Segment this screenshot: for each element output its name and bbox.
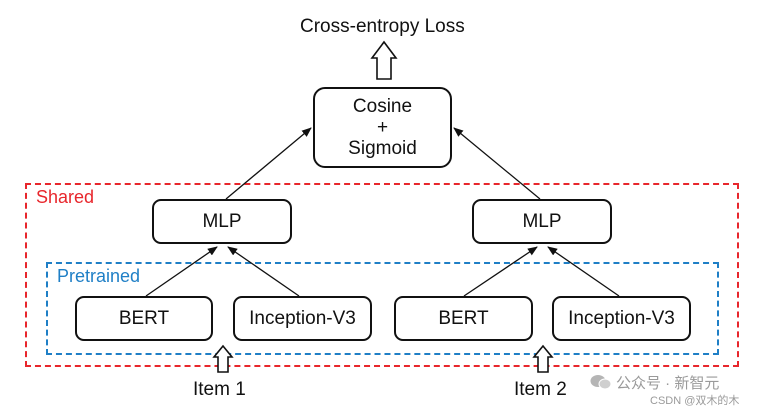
- watermark-text: 公众号 · 新智元: [616, 375, 720, 392]
- pretrained-region-label: Pretrained: [57, 266, 141, 286]
- inception-left-label: Inception-V3: [249, 307, 356, 329]
- sigmoid-label: Sigmoid: [348, 138, 417, 159]
- bert-right-label: BERT: [438, 307, 489, 329]
- bert-left-label: BERT: [118, 307, 170, 329]
- loss-label: Cross-entropy Loss: [300, 16, 465, 37]
- wechat-icon: [590, 374, 612, 390]
- block-arrow-to-loss: [370, 40, 398, 80]
- mlp-node-right: MLP: [472, 199, 612, 244]
- arrow-inception-to-mlp-left: [227, 246, 300, 297]
- mlp-node-left: MLP: [152, 199, 292, 244]
- block-arrow-item1-input: [212, 344, 234, 373]
- cosine-label: Cosine: [352, 96, 413, 117]
- plus-label: +: [376, 117, 389, 138]
- arrow-bert-to-mlp-right: [463, 246, 538, 297]
- arrow-inception-to-mlp-right: [547, 246, 620, 297]
- mlp-right-label: MLP: [522, 210, 562, 232]
- inception-node-left: Inception-V3: [233, 296, 372, 341]
- shared-region: [25, 183, 739, 367]
- block-arrow-item2-input: [532, 344, 554, 373]
- mlp-left-label: MLP: [202, 210, 242, 232]
- arrow-bert-to-mlp-left: [145, 246, 218, 297]
- watermark-credit: CSDN @双木的木: [650, 395, 740, 407]
- arrow-mlp-right-to-cosine: [453, 127, 541, 200]
- inception-right-label: Inception-V3: [568, 307, 675, 329]
- item-2-label: Item 2: [514, 379, 567, 400]
- arrow-mlp-left-to-cosine: [225, 127, 312, 200]
- bert-node-right: BERT: [394, 296, 533, 341]
- pretrained-region: [46, 262, 719, 355]
- bert-node-left: BERT: [75, 296, 213, 341]
- item-1-label: Item 1: [193, 379, 246, 400]
- shared-region-label: Shared: [36, 187, 95, 207]
- cosine-sigmoid-node: Cosine + Sigmoid: [313, 87, 452, 168]
- inception-node-right: Inception-V3: [552, 296, 691, 341]
